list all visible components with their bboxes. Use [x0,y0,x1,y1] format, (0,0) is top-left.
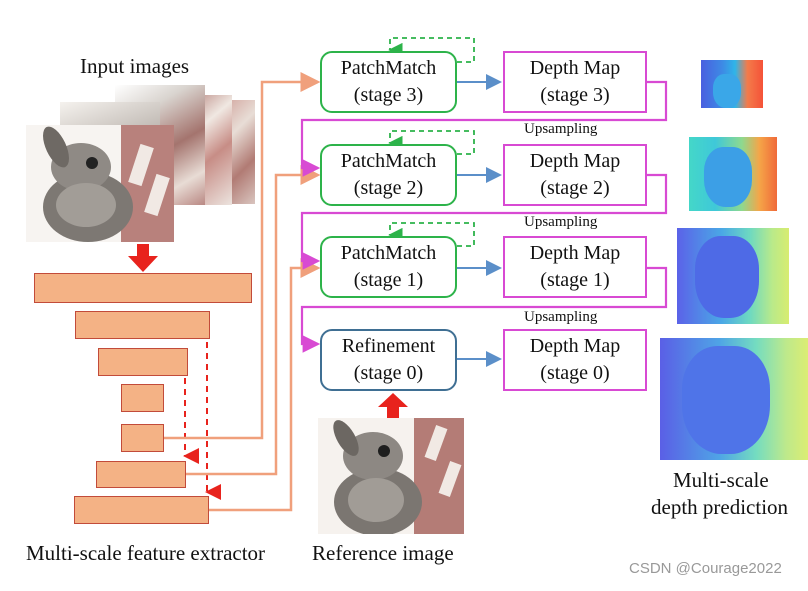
input-images-label: Input images [80,54,190,78]
patchmatch-stage1: PatchMatch (stage 1) [320,236,457,298]
depth-prediction-stage2 [689,137,777,211]
feature-layer-3 [98,348,188,376]
upsample-path-3 [300,80,668,177]
patchmatch-stage2-stage: (stage 2) [353,177,424,199]
patchmatch-stage2: PatchMatch (stage 2) [320,144,457,206]
depthmap-stage0-stage: (stage 0) [540,362,610,384]
depthmap-stage2-stage: (stage 2) [540,177,610,199]
watermark: CSDN @Courage2022 [629,560,782,577]
depthmap-stage1-title: Depth Map [529,242,621,264]
patchmatch-stage1-stage: (stage 1) [353,269,424,291]
reference-image [318,418,464,534]
refinement-stage0-stage: (stage 0) [353,362,424,384]
refinement-stage0-title: Refinement [341,335,436,357]
feature-extractor-label: Multi-scale feature extractor [26,541,266,565]
patchmatch-stage3-stage: (stage 3) [353,84,424,106]
depthmap-stage1: Depth Map (stage 1) [503,236,647,298]
upsampling-label-1: Upsampling [524,121,598,137]
refinement-stage0: Refinement (stage 0) [320,329,457,391]
depthmap-stage3-title: Depth Map [529,57,621,79]
depth-blob-0 [682,346,770,454]
feature-link-stage2 [186,165,321,476]
patchmatch-stage2-title: PatchMatch [340,150,437,172]
depthmap-stage2: Depth Map (stage 2) [503,144,647,206]
depth-prediction-stage0 [660,338,808,460]
depth-prediction-stage3 [701,60,763,108]
patchmatch-stage3: PatchMatch (stage 3) [320,51,457,113]
depth-prediction-stage1 [677,228,789,324]
patchmatch-loop-3 [388,37,475,63]
input-to-extractor-arrow [128,244,158,272]
patchmatch-loop-1 [388,222,475,247]
patchmatch-stage1-title: PatchMatch [340,242,437,264]
feature-layer-7 [74,496,209,524]
reference-to-refinement-arrow [378,393,408,421]
reference-image-label: Reference image [312,541,454,565]
feature-layer-5 [121,424,164,452]
patchmatch-loop-2 [388,130,475,155]
depth-blob-3 [713,74,741,108]
upsample-path-1 [300,266,668,353]
output-label-line1: Multi-scale [673,468,769,492]
upsampling-label-2: Upsampling [524,214,598,230]
depthmap-stage1-stage: (stage 1) [540,269,610,291]
upsampling-label-3: Upsampling [524,309,598,325]
upsample-path-2 [300,173,668,270]
feature-link-stage3 [164,72,321,440]
patchmatch-stage3-title: PatchMatch [340,57,437,79]
depthmap-stage0: Depth Map (stage 0) [503,329,647,391]
depthmap-stage0-title: Depth Map [529,335,621,357]
depth-blob-1 [695,236,759,318]
input-image-reference [26,125,174,242]
feature-layer-2 [75,311,210,339]
feature-layer-4 [121,384,164,412]
depthmap-stage3-stage: (stage 3) [540,84,610,106]
depthmap-stage2-title: Depth Map [529,150,621,172]
feature-layer-1 [34,273,252,303]
output-label-line2: depth prediction [651,495,789,519]
feature-layer-6 [96,461,186,488]
depth-blob-2 [704,147,752,207]
depthmap-stage3: Depth Map (stage 3) [503,51,647,113]
